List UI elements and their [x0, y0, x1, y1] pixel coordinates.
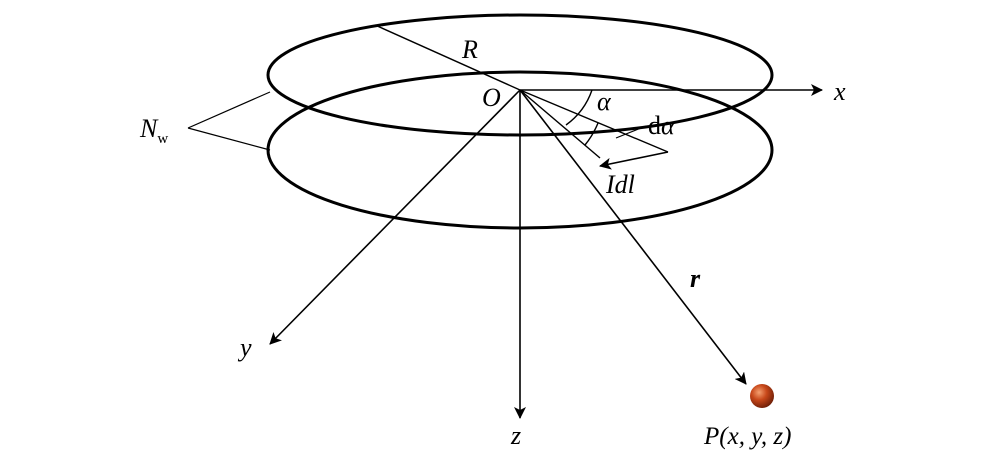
x-axis-label: x — [833, 77, 846, 106]
turns-subscript: w — [157, 131, 168, 147]
nw-leader-lower — [187, 127, 271, 151]
dalpha-leader — [615, 125, 647, 139]
current-element-label: Idl — [605, 170, 635, 199]
observation-point — [750, 384, 774, 408]
r-vector-label: r — [690, 264, 701, 293]
nw-leader-upper — [187, 91, 271, 129]
alpha-label: α — [597, 87, 612, 116]
dalpha-ray — [519, 89, 601, 159]
point-coords: P(x, y, z) — [703, 423, 791, 450]
dalpha-arc — [584, 122, 599, 146]
origin-label: O — [482, 83, 501, 112]
current-element-arrow — [599, 151, 669, 170]
r-vector — [519, 89, 747, 385]
dalpha-d: d — [648, 111, 661, 140]
point-label: P(x, y, z) — [703, 423, 791, 450]
dalpha-symbol: α — [661, 111, 676, 140]
z-axis-label: z — [510, 421, 521, 450]
turns-N: N — [139, 114, 159, 143]
alpha-ray — [519, 89, 669, 153]
turns-label: Nw — [139, 114, 168, 147]
y-axis-label: y — [237, 333, 252, 362]
radius-line — [374, 24, 521, 91]
y-axis — [269, 89, 521, 345]
dalpha-label: dα — [648, 111, 676, 140]
radius-label: R — [461, 35, 478, 64]
alpha-arc — [565, 89, 593, 126]
